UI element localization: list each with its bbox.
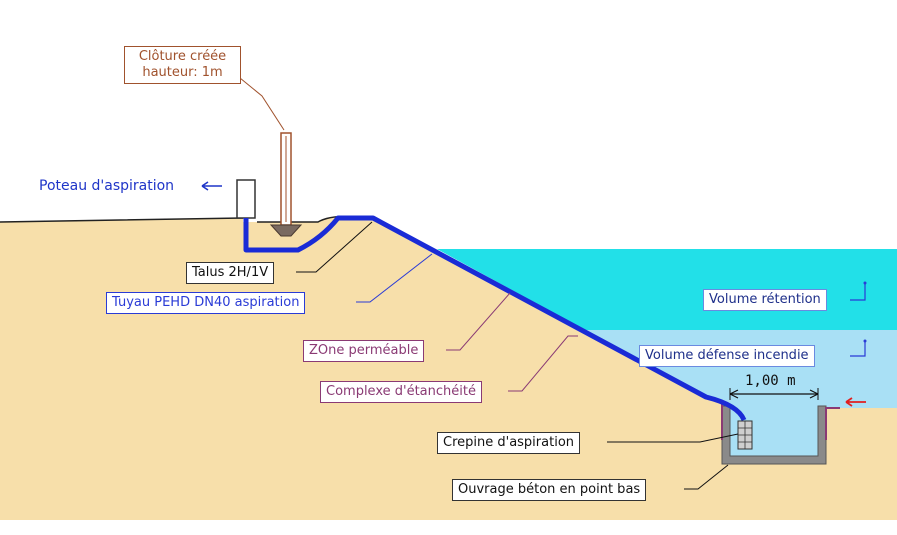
complexe-etancheite-label: Complexe d'étanchéité	[320, 381, 482, 403]
talus-label: Talus 2H/1V	[186, 262, 275, 284]
dimension-arrowheads	[729, 389, 819, 399]
cloture-label-line1: Clôture créée	[138, 49, 227, 64]
poteau-arrow-icon	[201, 181, 222, 191]
concrete-basin	[721, 405, 827, 465]
leader-zone	[446, 292, 511, 351]
volume-retention-label: Volume rétention	[703, 289, 827, 311]
zone-permeable-label: ZOne perméable	[303, 340, 425, 362]
dimension-label: 1,00 m	[745, 373, 796, 389]
cloture-label-line2: hauteur: 1m	[142, 65, 223, 80]
retention-level-marker	[850, 284, 866, 301]
leader-cloture	[239, 77, 285, 131]
strainer-mesh	[738, 421, 752, 449]
liner-right-edge	[825, 407, 840, 440]
poteau-label: Poteau d'aspiration	[39, 178, 175, 194]
leader-talus	[296, 221, 373, 273]
leader-tuyau	[356, 253, 433, 303]
crepine-label: Crepine d'aspiration	[437, 432, 581, 454]
leader-crepine	[607, 433, 739, 443]
cloture-label: Clôture créée hauteur: 1m	[124, 46, 241, 84]
leader-ouvrage	[684, 464, 729, 490]
ouvrage-label: Ouvrage béton en point bas	[452, 479, 647, 501]
fence-footing	[269, 224, 303, 237]
defense-level-marker	[850, 342, 866, 357]
leader-complexe	[508, 335, 578, 392]
suction-post	[236, 179, 256, 219]
tuyau-label: Tuyau PEHD DN40 aspiration	[106, 292, 306, 314]
volume-defense-label: Volume défense incendie	[639, 345, 815, 367]
inflow-arrow-icon	[845, 397, 866, 407]
suction-pipe	[243, 215, 747, 422]
